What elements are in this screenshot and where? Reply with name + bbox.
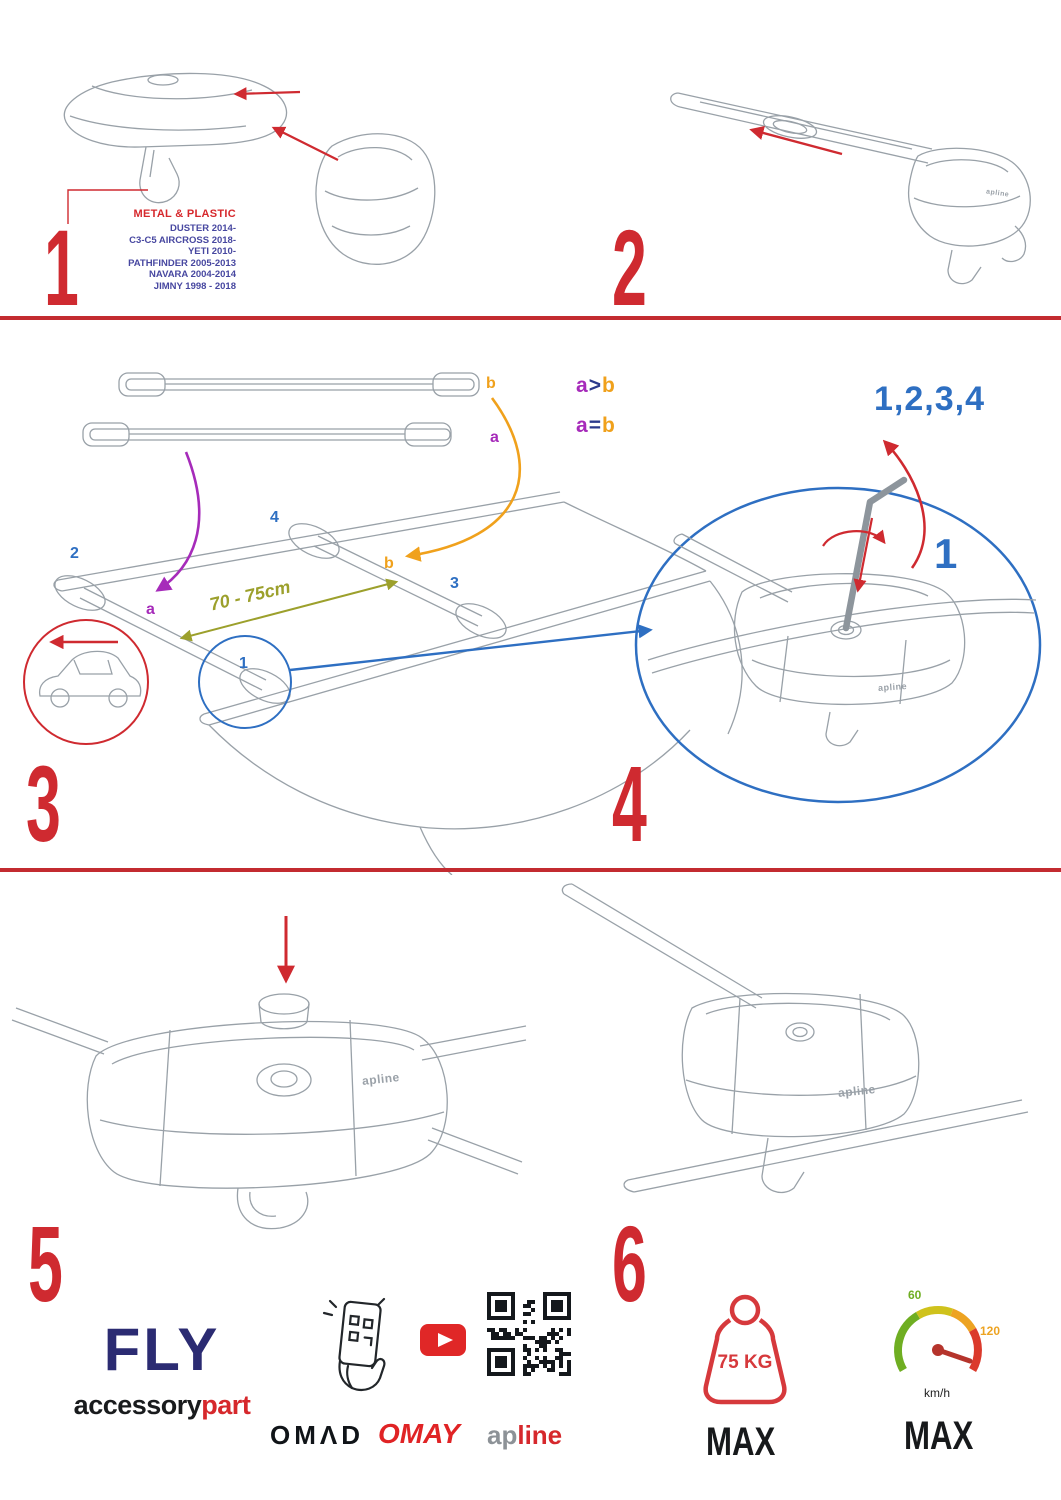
speedometer-icon <box>894 1306 982 1372</box>
model-item: JIMNY 1998 - 2018 <box>153 280 236 292</box>
step-5-number: 5 <box>28 1203 63 1324</box>
accessory-text: accessory <box>73 1390 202 1420</box>
step-4-panel: 1,2,3,4 1 apline <box>620 330 1061 875</box>
metal-plastic-label: METAL & PLASTIC <box>133 208 236 220</box>
weight-limit-icon <box>703 1294 787 1405</box>
weight-limit-value: 75 KG <box>717 1352 773 1373</box>
scan-qr-icon <box>322 1297 386 1392</box>
weight-limit-block: 75 KG MAX <box>690 1290 806 1464</box>
zoom-source-circle <box>198 635 292 729</box>
step3-roof-drawing <box>23 372 743 875</box>
endcap-insert-arrow <box>749 126 843 156</box>
rule-a-gt-b: a>b <box>576 374 616 397</box>
brand-fly: FLY <box>103 1316 221 1383</box>
section-divider <box>0 316 1061 320</box>
step-5-panel: apline <box>0 880 530 1300</box>
position-label-1: 1 <box>239 655 248 672</box>
step-4-number: 4 <box>612 743 647 864</box>
zoom-pointer-line <box>289 624 653 672</box>
brand-accessorypart: accessorypart <box>62 1390 262 1421</box>
tighten-first-label: 1 <box>934 530 958 577</box>
weight-limit-max: MAX <box>706 1420 776 1464</box>
speed-limit-block: 60 120 km/h MAX <box>878 1288 1013 1460</box>
brand-fly-block: FLY accessorypart <box>62 1320 262 1421</box>
roof-label-b: b <box>384 555 394 572</box>
step-1-number: 1 <box>44 207 79 328</box>
step-6-panel: apline <box>540 880 1061 1300</box>
step5-cap-drawing <box>11 916 527 1230</box>
bar-a-position-curve <box>155 451 201 592</box>
roof-label-a: a <box>146 601 155 618</box>
section-divider <box>0 868 1061 872</box>
apline-ap: ap <box>487 1420 518 1450</box>
model-item: DUSTER 2014- <box>170 223 236 234</box>
zoom-circle <box>634 486 1042 804</box>
step-3-panel: b a a>b a=b 2 4 b 3 a 1 70 - 75cm <box>0 330 800 875</box>
bar-distance-arrow <box>179 578 399 642</box>
position-label-2: 2 <box>70 545 79 562</box>
bar-length-label-a: a <box>490 429 499 446</box>
step4-zoom-drawing <box>634 439 1042 804</box>
brand-apline: apline <box>487 1420 562 1451</box>
step-3-number: 3 <box>26 743 61 864</box>
cover-knob <box>258 993 310 1015</box>
step-2-panel: apline <box>600 30 1061 315</box>
tighten-down-arrow <box>853 517 874 593</box>
brand-omay: OMAY <box>378 1418 460 1449</box>
apline-line: line <box>517 1420 563 1450</box>
model-item: PATHFINDER 2005-2013 <box>128 257 236 269</box>
speed-unit-label: km/h <box>924 1386 951 1400</box>
rule-a-eq-b: a=b <box>576 414 616 437</box>
position-label-3: 3 <box>450 575 459 592</box>
step6-installed-drawing <box>561 883 1029 1193</box>
bar-length-label-b: b <box>486 375 496 392</box>
step-1-panel: METAL & PLASTIC DUSTER 2014- C3-C5 AIRCR… <box>0 30 560 315</box>
youtube-icon <box>420 1324 466 1356</box>
brand-omad: OMΛD <box>270 1420 364 1450</box>
rotation-arrow <box>822 529 886 547</box>
bar-b-position-curve <box>404 397 522 562</box>
vehicle-compatibility-block: METAL & PLASTIC DUSTER 2014- C3-C5 AIRCR… <box>40 208 236 292</box>
allen-key-icon <box>842 476 908 632</box>
step1-assembly-arrows <box>67 87 339 224</box>
speed-low-label: 60 <box>908 1288 922 1302</box>
speed-limit-max: MAX <box>904 1414 974 1458</box>
model-item: YETI 2010- <box>187 246 236 257</box>
step2-bar-drawing <box>670 92 1031 285</box>
step-6-number: 6 <box>612 1203 647 1324</box>
footer-brand-strip: FLY accessorypart OMΛD OMAY ap <box>0 1280 1061 1500</box>
tighten-sequence-label: 1,2,3,4 <box>874 380 985 418</box>
speed-high-label: 120 <box>980 1324 1001 1338</box>
car-direction-inset <box>23 619 149 745</box>
sequence-arrow <box>882 439 926 569</box>
step1-foot-drawing <box>63 72 436 265</box>
position-label-4: 4 <box>270 509 279 526</box>
model-item: NAVARA 2004-2014 <box>149 269 236 280</box>
part-text: part <box>201 1390 251 1420</box>
qr-code <box>487 1292 571 1376</box>
model-item: C3-C5 AIRCROSS 2018- <box>129 234 236 246</box>
step-2-number: 2 <box>612 207 647 328</box>
vehicle-model-list: DUSTER 2014- C3-C5 AIRCROSS 2018- YETI 2… <box>40 223 236 292</box>
foot-brand-label: apline <box>877 681 908 693</box>
